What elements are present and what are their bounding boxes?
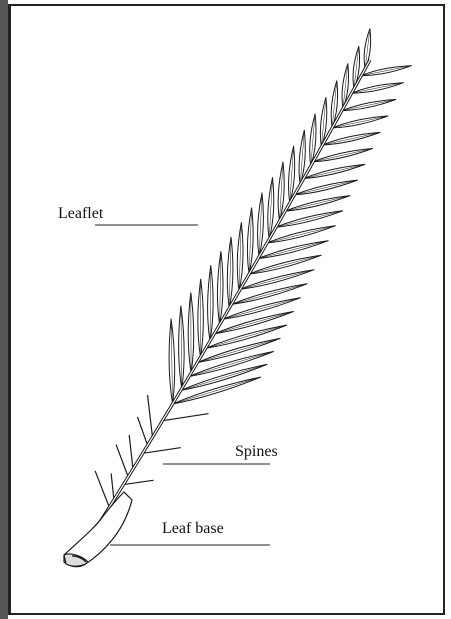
leaflet-vein-right-14 (294, 181, 352, 195)
leaflet-vein-right-18 (332, 117, 383, 128)
leaflet-vein-right-16 (313, 150, 368, 162)
leaflet-vein-right-21 (361, 67, 407, 76)
leaflet-vein-right-13 (285, 197, 345, 211)
leaflet-vein-right-19 (342, 100, 392, 110)
label-spines: Spines (235, 443, 278, 461)
spine-extra-1 (116, 445, 128, 477)
label-leaf-base: Leaf base (162, 520, 224, 538)
leaflet-vein-left-4 (210, 272, 211, 342)
spine-2 (129, 435, 133, 469)
leaflet-vein-left-5 (220, 257, 221, 324)
leaflet-vein-right-12 (276, 212, 337, 227)
label-leaflet: Leaflet (58, 205, 103, 223)
leaflet-vein-right-17 (323, 133, 376, 145)
spine-3 (143, 448, 181, 454)
spine-extra-0 (95, 471, 109, 507)
leaf-base-shape (64, 492, 132, 567)
spine-0 (111, 474, 114, 500)
leaflet-vein-right-15 (304, 166, 360, 179)
spine-5 (163, 414, 209, 421)
spines-group (95, 396, 208, 508)
spine-4 (148, 396, 153, 438)
leaflet-vein-left-1 (181, 313, 182, 389)
leaflet-vein-right-20 (352, 84, 400, 94)
spine-1 (123, 480, 153, 484)
spine-extra-2 (138, 417, 148, 445)
